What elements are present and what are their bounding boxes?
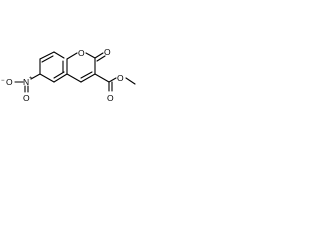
atom-nitro-nitrogen-charge: + <box>29 76 33 82</box>
chemical-structure: O O N + O − O O O <box>1 47 136 103</box>
bond-c5-c4a <box>53 73 68 83</box>
bond-o1-c2 <box>85 52 96 59</box>
bond-c3-c-ester <box>94 73 110 83</box>
atom-nitro-oxygen-down: O <box>23 93 30 103</box>
atom-ester-carbonyl-oxygen: O <box>107 93 114 103</box>
bond-c2-o-carbonyl-a <box>94 52 104 59</box>
bond-c3-c4-inner <box>80 71 93 79</box>
bond-c8-c7-inner <box>41 55 54 63</box>
atom-carbonyl-oxygen: O <box>104 47 111 57</box>
bond-c8a-c8 <box>53 51 65 59</box>
bond-c8-c7 <box>39 51 55 60</box>
atom-nitro-oxygen-left: O <box>6 77 13 87</box>
atom-nitro-nitrogen: N <box>23 77 29 87</box>
bond-c-ester-o-single <box>108 77 117 83</box>
bond-o-methyl <box>125 77 136 85</box>
bond-c8a-o1 <box>66 52 78 60</box>
atom-labels: O O N + O − O O O <box>1 47 124 103</box>
bond-c2-o-carbonyl-b <box>96 55 106 62</box>
atom-nitro-oxygen-left-charge: − <box>1 78 5 84</box>
bond-lines <box>14 51 136 93</box>
bond-c3-c4 <box>80 73 96 83</box>
bond-c6-c5 <box>39 73 55 83</box>
atom-ring-oxygen: O <box>78 48 85 58</box>
atom-ester-oxygen: O <box>117 73 124 83</box>
bond-c6-n <box>30 73 41 80</box>
bond-c4-c4a <box>66 73 82 83</box>
bond-c5-c4a-inner <box>53 71 65 79</box>
